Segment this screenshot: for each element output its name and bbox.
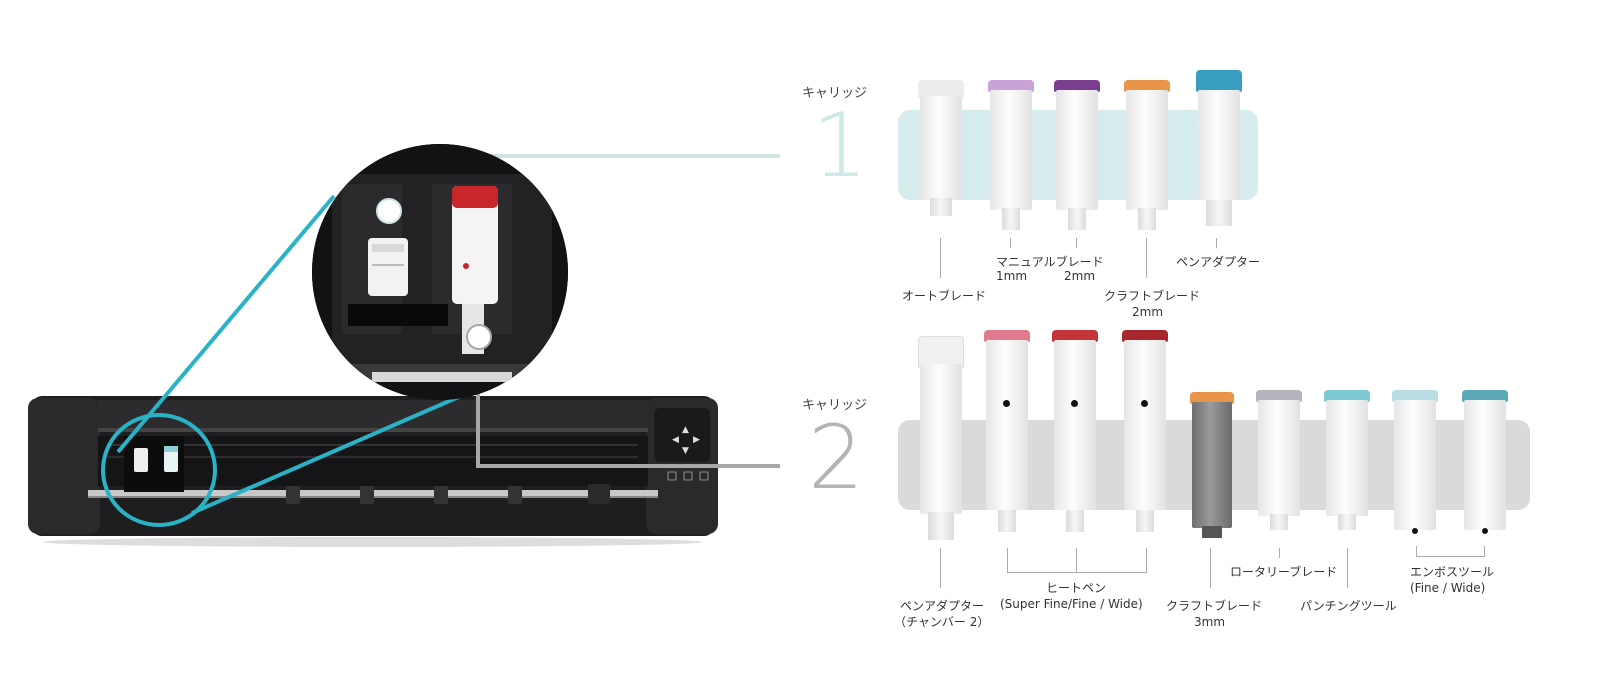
tick-emboss-a <box>1416 546 1417 556</box>
craft-blade-2mm-tool <box>1124 80 1170 230</box>
tick-manual-2mm <box>1076 238 1077 248</box>
manual-blade-1mm-tool <box>988 80 1034 230</box>
label-emboss-tool: エンボスツール <box>1410 565 1495 579</box>
emboss-wide-tool <box>1462 390 1508 536</box>
pen-adapter-chamber2-tool <box>918 336 964 542</box>
label-heat-pen: ヒートペン <box>1046 581 1107 595</box>
label-emboss-tool-sub: (Fine / Wide) <box>1410 581 1486 595</box>
tick-heat-pen-b <box>1076 548 1077 572</box>
tick-heat-pen-a <box>1007 548 1008 572</box>
svg-text:▼: ▼ <box>682 446 689 456</box>
label-auto-blade: オートブレード <box>902 289 987 303</box>
carriage-1-label: キャリッジ <box>802 86 868 101</box>
rotary-blade-tool <box>1256 390 1302 530</box>
label-pen-adapter-2: ペンアダプター <box>900 599 985 613</box>
heat-pen-fine-tool <box>1052 330 1098 532</box>
tick-rotary <box>1279 548 1280 558</box>
tick-craft-2mm <box>1146 238 1147 278</box>
bracket-emboss <box>1416 556 1485 557</box>
tick-pen-adapter-1 <box>1216 238 1217 248</box>
carriage-zoom-circle <box>312 144 568 400</box>
tick-punching <box>1347 548 1348 588</box>
tick-craft-3mm <box>1210 548 1211 588</box>
label-manual-1mm: 1mm <box>996 269 1028 283</box>
label-pen-adapter-2-sub: （チャンバー 2） <box>894 615 990 629</box>
label-pen-adapter-1: ペンアダプター <box>1176 255 1261 269</box>
tick-emboss-b <box>1484 546 1485 556</box>
heat-pen-wide-tool <box>1122 330 1168 532</box>
label-heat-pen-sub: (Super Fine/Fine / Wide) <box>1000 597 1143 611</box>
label-craft-blade-3mm: クラフトブレード <box>1166 599 1263 613</box>
label-craft-blade-2mm-size: 2mm <box>1132 305 1164 319</box>
heat-pen-super-fine-tool <box>984 330 1030 532</box>
carriage-2-number: 2 <box>808 406 864 509</box>
label-rotary-blade: ロータリーブレード <box>1230 565 1338 579</box>
tick-heat-pen-c <box>1146 548 1147 572</box>
label-craft-blade-2mm: クラフトブレード <box>1104 289 1201 303</box>
tick-pen-adapter-2 <box>940 548 941 588</box>
carriage-2-label: キャリッジ <box>802 398 868 413</box>
bracket-heat-pen <box>1007 572 1147 573</box>
svg-text:▶: ▶ <box>693 435 700 445</box>
craft-blade-3mm-tool <box>1190 392 1234 540</box>
emboss-fine-tool <box>1392 390 1438 536</box>
label-punching-tool: パンチングツール <box>1300 599 1397 613</box>
punching-tool <box>1324 390 1370 530</box>
auto-blade-tool <box>918 80 964 220</box>
tick-manual-1mm <box>1010 238 1011 248</box>
label-manual-2mm: 2mm <box>1064 269 1096 283</box>
label-manual-blade: マニュアルブレード <box>996 255 1104 269</box>
pen-adapter-tool <box>1196 70 1242 228</box>
manual-blade-2mm-tool <box>1054 80 1100 230</box>
svg-text:◀: ◀ <box>672 435 679 445</box>
svg-text:▲: ▲ <box>682 425 689 435</box>
label-craft-blade-3mm-size: 3mm <box>1194 615 1226 629</box>
carriage-1-number: 1 <box>812 94 868 197</box>
tick-auto-blade <box>940 238 941 278</box>
